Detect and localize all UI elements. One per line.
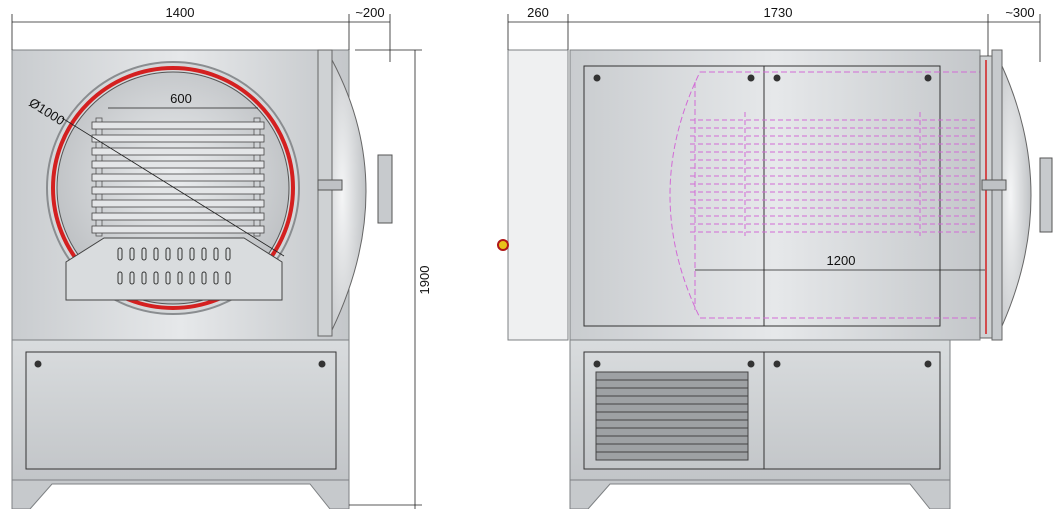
screw: [773, 74, 781, 82]
side-base-panel-right: [763, 351, 941, 470]
screw: [318, 360, 326, 368]
screw: [747, 74, 755, 82]
side-door-window-flange: [1039, 157, 1053, 233]
side-door-dome: [1001, 65, 1032, 327]
side-door-depth-label: ~300: [1005, 5, 1034, 20]
screw: [773, 360, 781, 368]
door-dome: [331, 59, 367, 331]
side-feet: [569, 479, 951, 509]
screw: [747, 360, 755, 368]
screw: [924, 360, 932, 368]
front-dimensions: [11, 14, 422, 509]
front-base-panel: [25, 351, 337, 470]
shelf-length-label: 1200: [827, 253, 856, 268]
shelf-rack: [91, 117, 265, 237]
emergency-stop-button: [497, 239, 509, 251]
side-door-hinge: [991, 49, 1003, 341]
screw: [924, 74, 932, 82]
screw: [593, 74, 601, 82]
side-upper-panel-right: [763, 65, 941, 327]
side-door-handle: [981, 179, 1007, 191]
door-handle: [317, 179, 343, 191]
screw: [34, 360, 42, 368]
front-view: 1400 ~200 1900 Ø1000 600: [11, 5, 432, 509]
side-panel-depth-label: 260: [527, 5, 549, 20]
side-cabinet: [569, 49, 981, 341]
shelf-width-label: 600: [170, 91, 192, 106]
side-view: 260 1730 ~300 1200: [497, 5, 1053, 509]
door-seal: [51, 66, 295, 310]
door-window-flange: [377, 154, 393, 224]
side-body-depth-label: 1730: [764, 5, 793, 20]
front-height-label: 1900: [417, 266, 432, 295]
condenser-plate: [65, 237, 283, 301]
ventilation-grille: [595, 371, 749, 461]
front-feet: [11, 479, 350, 509]
door-hinge-bar: [317, 49, 333, 337]
front-base: [11, 339, 350, 481]
front-door-depth-label: ~200: [355, 5, 384, 20]
condenser-slots: [117, 247, 231, 285]
screw: [593, 360, 601, 368]
side-dimensions: [507, 14, 1041, 271]
front-width-label: 1400: [166, 5, 195, 20]
control-panel: [507, 49, 569, 341]
hidden-shelves: [690, 112, 975, 236]
